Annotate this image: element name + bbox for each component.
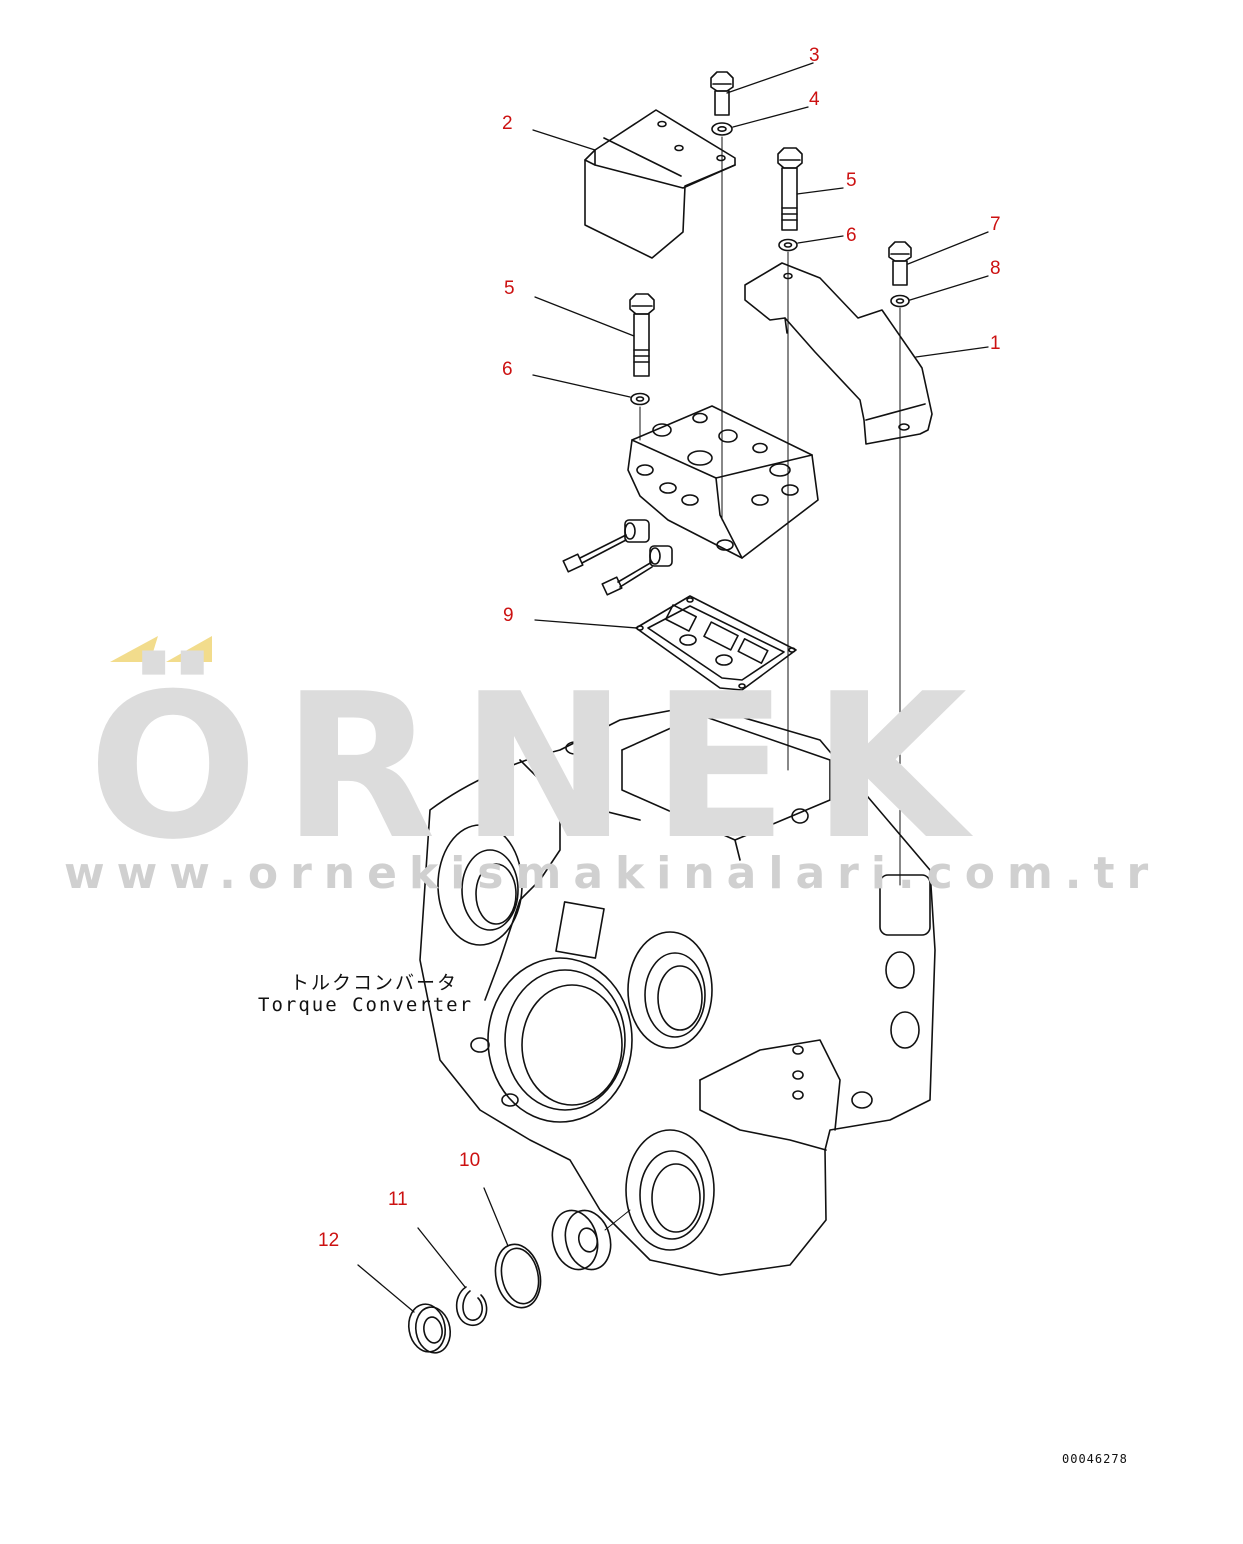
watermark-accent-left [110,636,158,662]
cover-plate-part-2 [584,109,736,259]
callout-4: 4 [809,89,820,110]
callout-11: 11 [388,1189,408,1210]
washer-part-4 [711,122,733,136]
bearing-bore-lower [625,1129,715,1251]
assembly-lines [604,136,901,1231]
name-plate [555,901,605,959]
callout-6-upper: 6 [846,225,857,246]
long-bolt-part-5-upper [777,147,803,231]
callout-7: 7 [990,214,1001,235]
leader-lines [357,62,989,1313]
control-valve-assembly [562,405,819,596]
callout-6-lower: 6 [502,359,513,380]
bearing-bore-upper-left [437,824,523,946]
watermark-url: www.ornekismakinalari.com.tr [64,848,1161,899]
bolt-part-7 [888,241,912,286]
callout-12: 12 [318,1230,340,1251]
snap-ring-part-10 [494,1243,542,1309]
callout-2: 2 [502,113,513,134]
long-bolt-part-5-lower [629,293,655,377]
bracket-part-1 [744,262,933,445]
callout-3: 3 [809,45,820,66]
bolt-part-3 [710,71,734,116]
washer-part-6-lower [630,392,650,406]
callout-9: 9 [503,605,514,626]
caption-english: Torque Converter [258,994,474,1016]
callout-5-lower: 5 [504,278,515,299]
caption-japanese: トルクコンバータ [290,972,459,994]
callout-5-upper: 5 [846,170,857,191]
watermark-accent-right [166,636,212,662]
transmission-housing [419,704,936,1276]
oil-seal-part-12 [407,1303,452,1354]
watermark-brand: ÖRNEK [88,651,992,884]
washer-part-6-upper [778,238,798,252]
drawing-id: 00046278 [1062,1452,1128,1466]
torque-converter-bore [487,957,633,1123]
bearing-bore-middle [627,931,713,1049]
circlip-part-11 [455,1286,488,1326]
callout-10: 10 [459,1150,481,1171]
bearing [551,1209,612,1271]
callout-1: 1 [990,333,1001,354]
washer-part-8 [890,294,910,308]
callout-8: 8 [990,258,1001,279]
